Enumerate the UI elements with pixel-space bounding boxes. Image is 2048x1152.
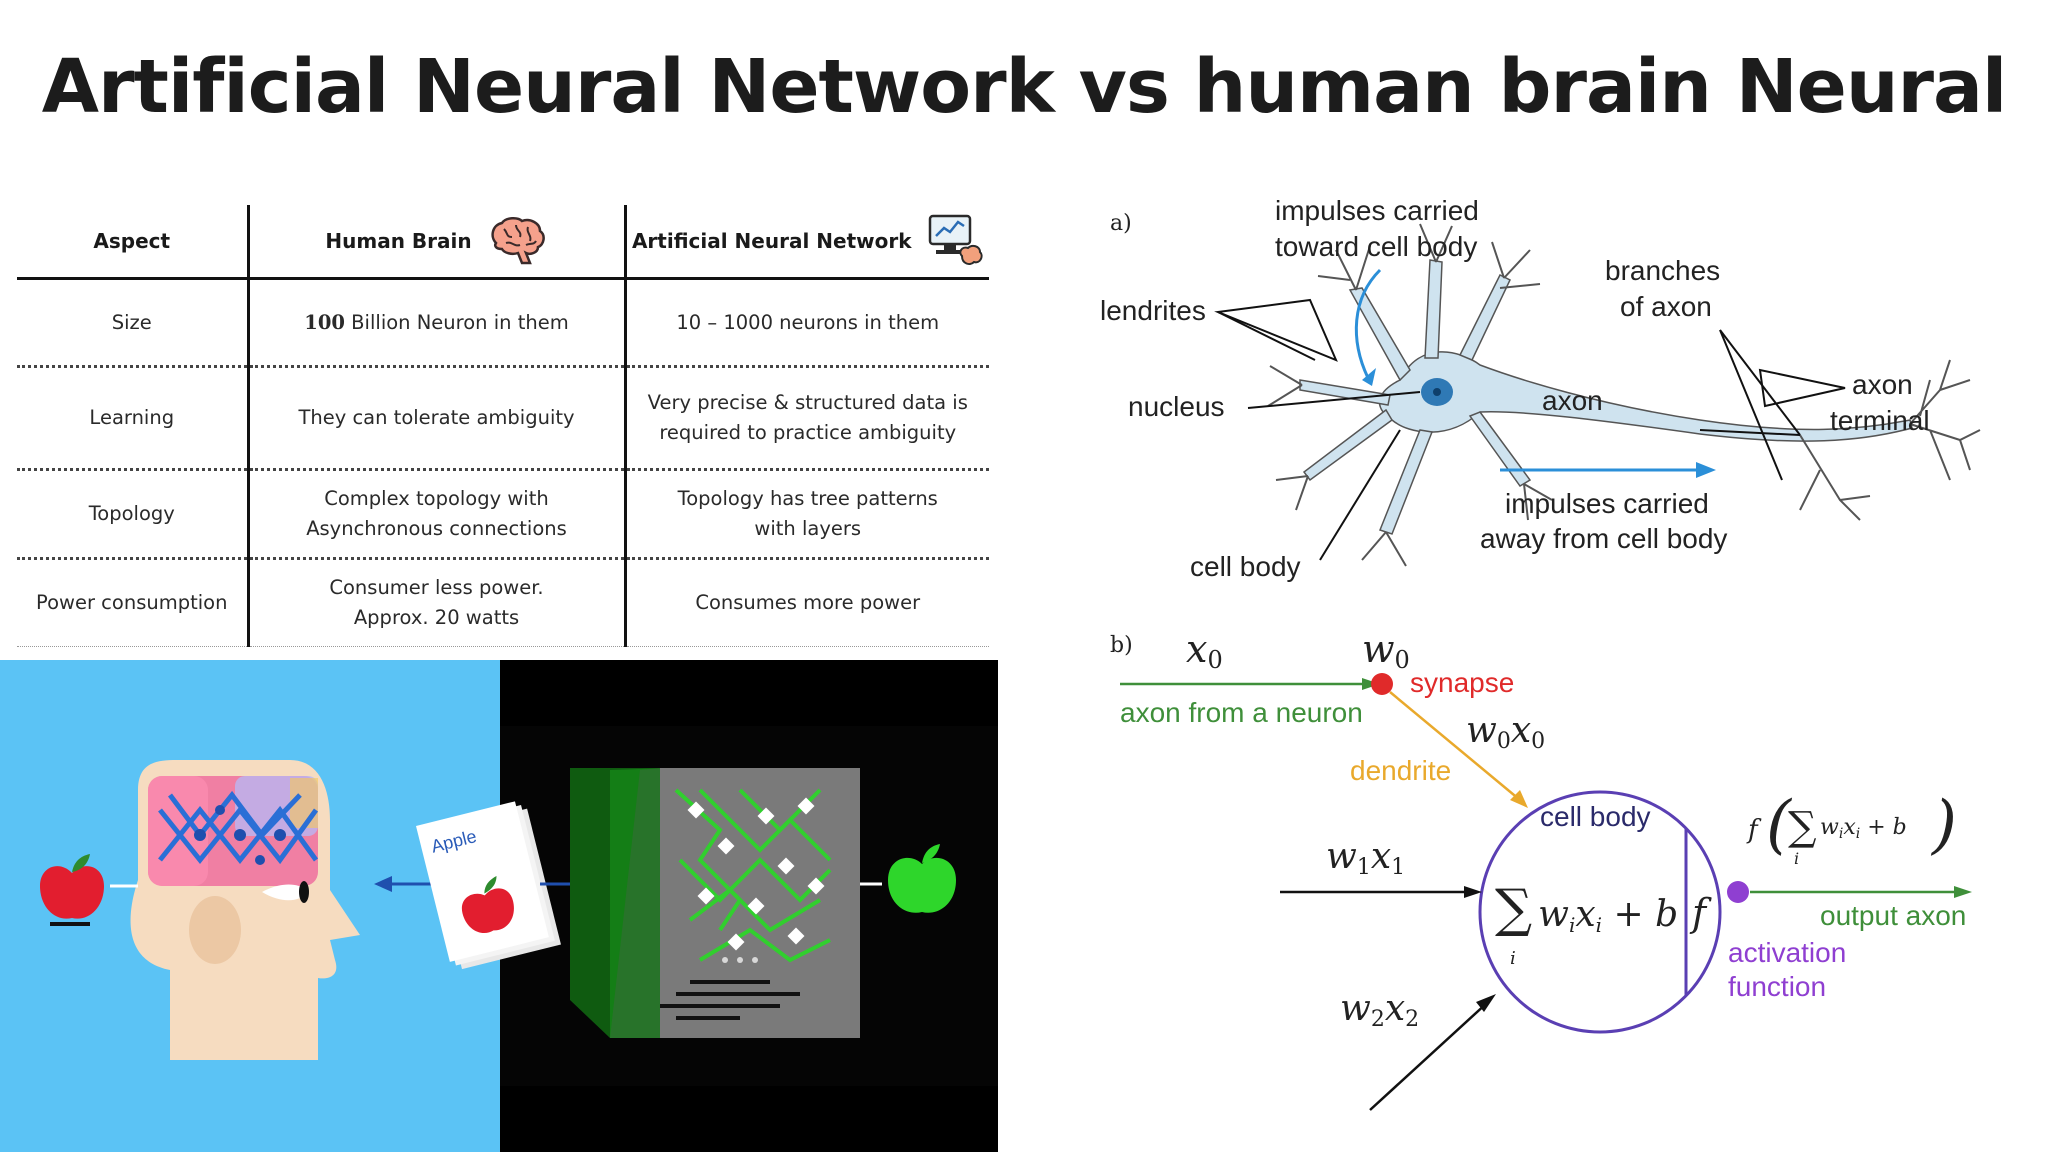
- label-branches-2: of axon: [1620, 291, 1712, 322]
- cell-ann: Consumes more power: [623, 558, 989, 647]
- svg-text:∑: ∑: [1788, 804, 1817, 850]
- cell-brain: 100 Billion Neuron in them: [246, 278, 625, 368]
- label-dendrite: dendrite: [1350, 755, 1451, 786]
- cell-ann-line: Consumes more power: [695, 591, 921, 614]
- apple-card: Apple: [416, 801, 561, 970]
- label-impulses-toward-2: toward cell body: [1275, 231, 1477, 262]
- arrow-to-brain: [374, 876, 436, 892]
- comparison-table: Aspect Human Brain Artificial Neural Net…: [17, 205, 989, 647]
- cell-aspect: Size: [17, 278, 248, 368]
- label-impulses-away-2: away from cell body: [1480, 523, 1727, 554]
- input-w2-line: [1369, 1001, 1489, 1111]
- label-impulses-away-1: impulses carried: [1505, 488, 1709, 519]
- header-ann: Artificial Neural Network: [623, 205, 989, 280]
- arrow-toward-cell-body: [1354, 268, 1382, 379]
- panel-label-b: b): [1110, 633, 1133, 658]
- axon-terminal-branches: [1799, 359, 1981, 521]
- cell-aspect: Topology: [17, 469, 248, 560]
- brain-icon: [490, 217, 545, 265]
- cell-brain-line: Consumer less power.: [329, 576, 544, 599]
- computer-brain-icon: [928, 214, 983, 265]
- cell-brain-line: Asynchronous connections: [306, 517, 567, 540]
- label-w0: w0: [1362, 627, 1410, 674]
- svg-text:i: i: [1794, 849, 1799, 868]
- neuron-shape: [1299, 259, 1913, 535]
- label-w0x0: w0x0: [1466, 710, 1545, 754]
- cell-brain-line: They can tolerate ambiguity: [298, 406, 575, 429]
- artificial-neuron-diagram: b) x0 w0 synapse axon from a neuron w0x0…: [1110, 627, 1972, 1111]
- label-cell-body: cell body: [1190, 551, 1301, 582]
- label-output-axon: output axon: [1820, 900, 1966, 931]
- green-apple-icon: [888, 844, 956, 913]
- red-apple-icon: [40, 854, 104, 926]
- header-human-brain: Human Brain: [246, 205, 625, 280]
- label-dendrites: lendrites: [1100, 295, 1206, 326]
- label-axon-from-neuron: axon from a neuron: [1120, 697, 1363, 728]
- cell-aspect: Power consumption: [17, 558, 248, 647]
- table-row: Power consumption Consumer less power. Ap…: [17, 558, 989, 647]
- cell-brain: Consumer less power. Approx. 20 watts: [246, 558, 625, 647]
- output-formula: f ( ∑ i wixi + b ): [1746, 788, 1957, 868]
- label-nucleus: nucleus: [1128, 391, 1225, 422]
- nucleus-pointer: [1247, 391, 1421, 409]
- cell-body-pointer: [1319, 429, 1401, 561]
- brain-vs-ai-illustration: Apple: [0, 660, 998, 1152]
- sum-expression: ∑wixi + b: [1495, 879, 1678, 939]
- activation-dot: [1727, 881, 1749, 903]
- label-w2x2: w2x2: [1340, 988, 1419, 1032]
- ai-screen: [570, 768, 860, 1038]
- dendrite-line: [1389, 691, 1521, 801]
- cell-brain-number: 100: [304, 310, 345, 334]
- header-human-brain-label: Human Brain: [325, 229, 472, 253]
- cell-brain-line: Approx. 20 watts: [353, 606, 520, 629]
- page-title: Artificial Neural Network vs human brain…: [41, 44, 2008, 130]
- label-branches-1: branches: [1605, 255, 1720, 286]
- label-impulses-toward-1: impulses carried: [1275, 195, 1479, 226]
- cell-ann-line: 10 – 1000 neurons in them: [676, 310, 940, 334]
- label-activation-2: function: [1728, 971, 1826, 1002]
- branches-pointer: [1699, 329, 1801, 481]
- table-row: Learning They can tolerate ambiguity Ver…: [17, 366, 989, 471]
- dendrite-branches: [1267, 223, 1553, 567]
- cell-ann: Topology has tree patterns with layers: [623, 469, 989, 560]
- sum-index: i: [1510, 948, 1516, 969]
- label-cell-body-b: cell body: [1540, 801, 1651, 832]
- cell-ann-line: Very precise & structured data is: [647, 391, 968, 414]
- label-x0: x0: [1186, 627, 1223, 674]
- synapse-dot: [1371, 673, 1393, 695]
- label-f-inside: f: [1689, 891, 1712, 935]
- svg-text:): ): [1930, 788, 1957, 862]
- cell-brain: They can tolerate ambiguity: [246, 366, 625, 471]
- header-ann-label: Artificial Neural Network: [631, 229, 912, 253]
- cell-brain-text: Billion Neuron in them: [344, 310, 569, 334]
- label-axon-terminal-2: terminal: [1830, 405, 1930, 436]
- biological-neuron-diagram: a) impulses carried toward cell body len…: [1100, 195, 1981, 582]
- cell-ann-line: with layers: [754, 517, 862, 540]
- cell-aspect: Learning: [17, 366, 248, 471]
- label-w1x1: w1x1: [1326, 836, 1405, 880]
- cell-brain-line: Complex topology with: [324, 487, 549, 510]
- panel-label-a: a): [1110, 211, 1132, 236]
- svg-text:(: (: [1766, 788, 1793, 862]
- cell-body-circle: [1478, 790, 1722, 1034]
- dendrites-pointer: [1214, 298, 1338, 362]
- label-activation-1: activation: [1728, 937, 1846, 968]
- cell-ann: 10 – 1000 neurons in them: [623, 278, 989, 368]
- table-row: Size 100 Billion Neuron in them 10 – 100…: [17, 278, 989, 368]
- table-header-row: Aspect Human Brain Artificial Neural Net…: [17, 205, 989, 280]
- svg-text:f: f: [1746, 815, 1762, 845]
- label-axon: axon: [1542, 385, 1603, 416]
- cell-ann: Very precise & structured data is require…: [623, 366, 989, 471]
- header-aspect: Aspect: [17, 205, 248, 280]
- axon-terminal-pointer: [1758, 368, 1846, 408]
- cell-ann-line: Topology has tree patterns: [677, 487, 938, 510]
- label-axon-terminal-1: axon: [1852, 369, 1913, 400]
- label-synapse: synapse: [1410, 667, 1514, 698]
- cell-ann-line: required to practice ambiguity: [659, 421, 957, 444]
- svg-text:wixi + b: wixi + b: [1820, 815, 1907, 842]
- human-head: [130, 760, 360, 1060]
